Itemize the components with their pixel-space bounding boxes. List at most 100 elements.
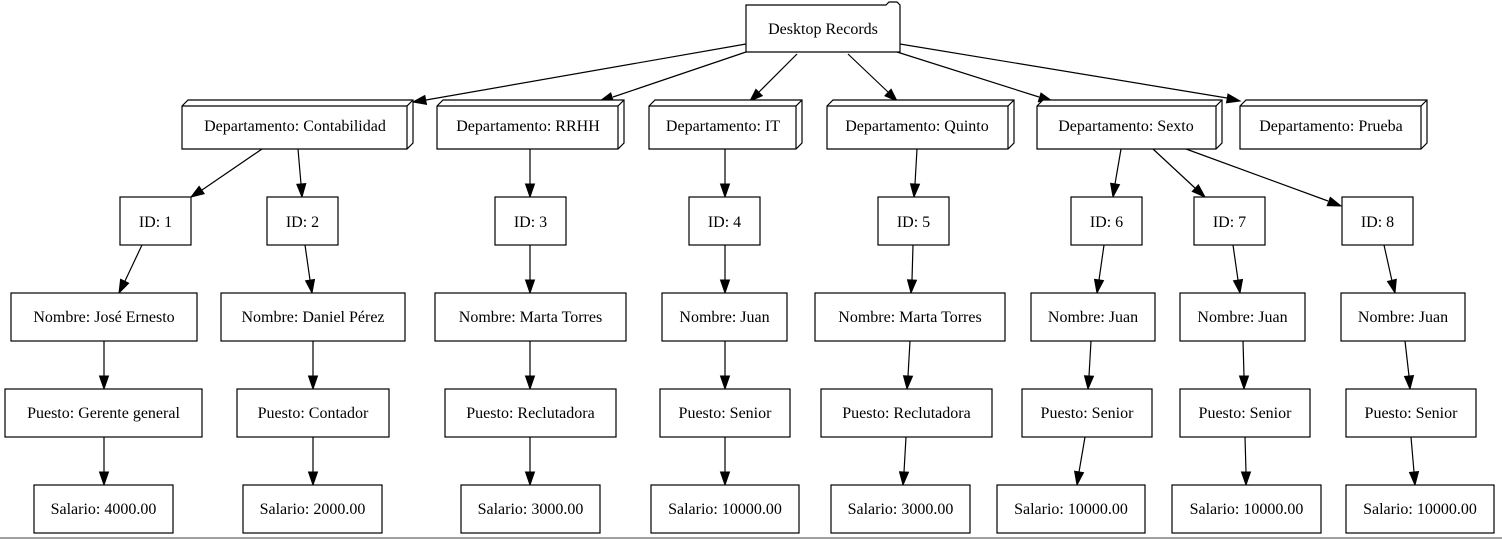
id-label: ID: 1: [139, 214, 172, 231]
root-node[interactable]: Desktop Records: [745, 1, 901, 53]
salario-node-4[interactable]: Salario: 10000.00: [650, 484, 800, 534]
arrow-head: [906, 279, 918, 295]
puesto-node-5[interactable]: Puesto: Reclutadora: [820, 388, 993, 438]
salario-node-3[interactable]: Salario: 3000.00: [460, 484, 601, 534]
node-box: [1345, 388, 1477, 438]
id-label: ID: 7: [1213, 214, 1246, 231]
puesto-node-1[interactable]: Puesto: Gerente general: [4, 388, 203, 438]
arrow-head: [898, 471, 910, 487]
department-node-rrhh[interactable]: Departamento: RRHH: [436, 99, 625, 150]
nombre-node-5[interactable]: Nombre: Marta Torres: [814, 292, 1006, 342]
node-box: [1345, 484, 1495, 534]
node-box: [1193, 196, 1266, 246]
nombre-node-3[interactable]: Nombre: Marta Torres: [434, 292, 627, 342]
arrow-head: [307, 375, 319, 391]
node-box: [494, 196, 567, 246]
salario-node-8[interactable]: Salario: 10000.00: [1345, 484, 1495, 534]
arrow-head: [98, 375, 110, 391]
edge-id5-nombre: [911, 244, 914, 281]
puesto-node-7[interactable]: Puesto: Senior: [1179, 388, 1311, 438]
arrow-head: [304, 278, 316, 295]
salario-label: Salario: 2000.00: [260, 501, 366, 518]
salario-label: Salario: 4000.00: [51, 501, 157, 518]
puesto-label: Puesto: Reclutadora: [466, 405, 594, 422]
edge-puesto6-salario: [1078, 436, 1086, 473]
node-box: [10, 292, 198, 342]
puesto-node-4[interactable]: Puesto: Senior: [659, 388, 791, 438]
department-node-contabilidad[interactable]: Departamento: Contabilidad: [181, 99, 414, 150]
node-box: [820, 388, 993, 438]
box3d-edge: [1420, 99, 1428, 107]
id-label: ID: 2: [286, 214, 319, 231]
arrow-head: [1386, 278, 1397, 295]
node-box: [1030, 292, 1156, 342]
puesto-node-3[interactable]: Puesto: Reclutadora: [444, 388, 617, 438]
nombre-node-2[interactable]: Nombre: Daniel Pérez: [220, 292, 406, 342]
node-box: [236, 388, 390, 438]
edge-root-prueba: [899, 43, 1228, 99]
id-node-5[interactable]: ID: 5: [877, 196, 950, 246]
puesto-label: Puesto: Senior: [679, 405, 773, 422]
box3d-shape: [436, 99, 625, 150]
puesto-node-6[interactable]: Puesto: Senior: [1021, 388, 1153, 438]
salario-node-1[interactable]: Salario: 4000.00: [33, 484, 174, 534]
salario-label: Salario: 3000.00: [478, 501, 584, 518]
box3d-edge: [1215, 99, 1223, 107]
node-box: [1179, 292, 1306, 342]
node-box: [877, 196, 950, 246]
id-node-3[interactable]: ID: 3: [494, 196, 567, 246]
edge-root-sexto: [896, 51, 1040, 98]
node-box: [1179, 388, 1311, 438]
box3d-shape: [648, 99, 803, 150]
arrow-head: [748, 88, 764, 103]
edge-nombre5-puesto: [907, 340, 911, 377]
nombre-label: Nombre: Juan: [679, 309, 769, 326]
id-node-6[interactable]: ID: 6: [1070, 196, 1143, 246]
department-node-sexto[interactable]: Departamento: Sexto: [1036, 99, 1223, 150]
edge-sexto-id8: [1185, 148, 1329, 202]
puesto-node-8[interactable]: Puesto: Senior: [1345, 388, 1477, 438]
nombre-label: Nombre: Juan: [1197, 309, 1287, 326]
department-node-quinto[interactable]: Departamento: Quinto: [826, 99, 1015, 150]
salario-node-6[interactable]: Salario: 10000.00: [996, 484, 1146, 534]
arrow-head: [1225, 93, 1242, 104]
node-box: [1171, 484, 1322, 534]
arrow-head: [411, 94, 428, 106]
id-label: ID: 4: [708, 214, 741, 231]
edge-contabilidad-id1: [201, 148, 263, 191]
nombre-node-7[interactable]: Nombre: Juan: [1179, 292, 1306, 342]
department-node-prueba[interactable]: Departamento: Prueba: [1239, 99, 1428, 150]
edge-id6-nombre: [1098, 244, 1105, 281]
arrow-head: [884, 88, 899, 102]
nombre-node-4[interactable]: Nombre: Juan: [661, 292, 788, 342]
edge-sexto-id6: [1114, 148, 1122, 185]
box3d-edge: [406, 99, 414, 107]
salario-label: Salario: 10000.00: [1363, 501, 1477, 518]
edge-nombre6-puesto: [1088, 340, 1092, 377]
node-box: [830, 484, 971, 534]
department-node-it[interactable]: Departamento: IT: [648, 99, 803, 150]
nombre-node-6[interactable]: Nombre: Juan: [1030, 292, 1156, 342]
nombre-label: Nombre: Juan: [1048, 309, 1138, 326]
salario-node-7[interactable]: Salario: 10000.00: [1171, 484, 1322, 534]
department-label: Departamento: RRHH: [456, 118, 600, 135]
node-box: [434, 292, 627, 342]
salario-node-5[interactable]: Salario: 3000.00: [830, 484, 971, 534]
id-node-2[interactable]: ID: 2: [266, 196, 339, 246]
box3d-shape: [1239, 99, 1428, 150]
box3d-edge: [795, 99, 803, 107]
id-node-8[interactable]: ID: 8: [1341, 196, 1414, 246]
arrow-head: [524, 279, 536, 295]
puesto-node-2[interactable]: Puesto: Contador: [236, 388, 390, 438]
nombre-node-8[interactable]: Nombre: Juan: [1340, 292, 1466, 342]
node-box: [1340, 292, 1466, 342]
salario-node-2[interactable]: Salario: 2000.00: [242, 484, 383, 534]
salario-label: Salario: 10000.00: [668, 501, 782, 518]
edge-id8-nombre: [1383, 244, 1393, 282]
nombre-node-1[interactable]: Nombre: José Ernesto: [10, 292, 198, 342]
node-box: [661, 292, 788, 342]
id-node-7[interactable]: ID: 7: [1193, 196, 1266, 246]
id-node-4[interactable]: ID: 4: [688, 196, 761, 246]
id-node-1[interactable]: ID: 1: [119, 196, 192, 246]
edge-id2-nombre: [304, 244, 311, 281]
